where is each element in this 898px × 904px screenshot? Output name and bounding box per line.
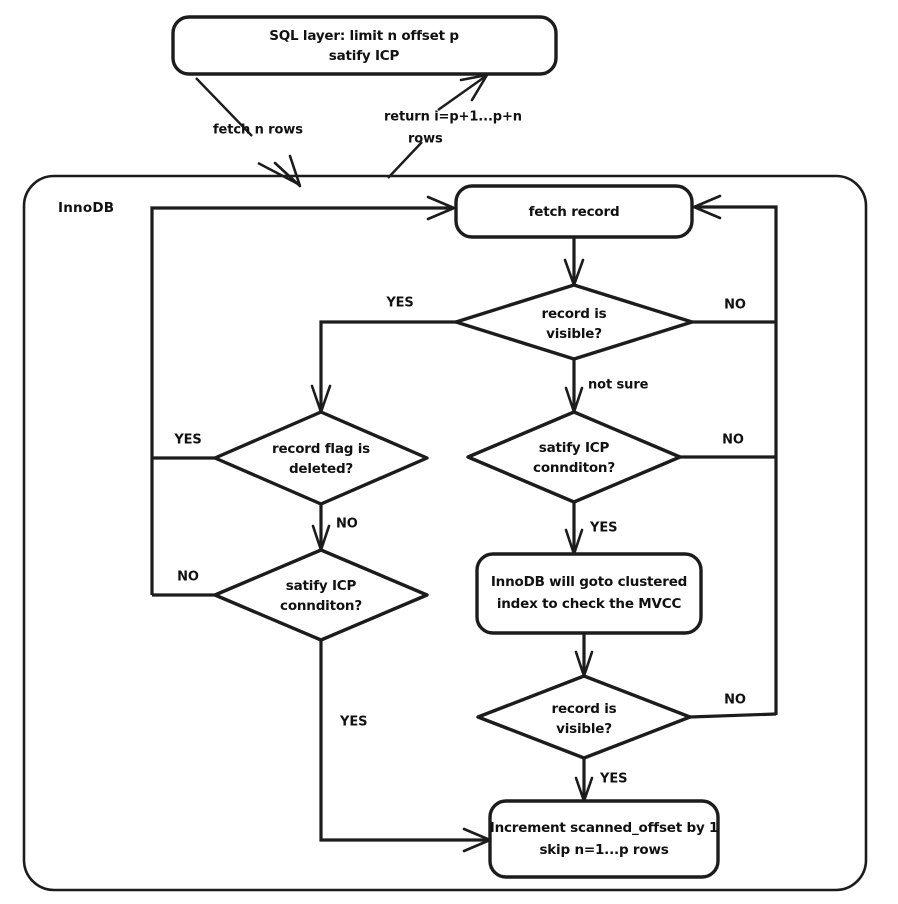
edge-flag-deleted-no (311, 504, 331, 552)
satify-icp-right-line1: satify ICP (539, 440, 610, 456)
satify-icp-right-diamond[interactable] (466, 410, 682, 504)
sql-layer-box[interactable] (171, 15, 558, 76)
edge-icp-right-yes (564, 502, 584, 556)
edge-visible-top-not-sure (564, 359, 584, 414)
increment-offset-box[interactable] (488, 799, 720, 879)
edge-label-icp-right-no: NO (722, 433, 744, 448)
edge-label-return-rows-line2: rows (408, 132, 443, 147)
innodb-clustered-index-box[interactable] (475, 552, 703, 635)
edge-label-icp-right-yes: YES (589, 521, 617, 536)
increment-offset-line1: Increment scanned_offset by 1 (490, 820, 719, 836)
edge-label-return-rows-line1: return i=p+1...p+n (384, 110, 522, 125)
edge-label-fetch-n-rows: fetch n rows (213, 123, 303, 138)
record-visible-bottom-diamond[interactable] (476, 674, 692, 760)
edge-visible-bottom-no (689, 712, 777, 719)
record-visible-top-line1: record is (542, 306, 607, 322)
edge-visible-top-yes (310, 320, 456, 414)
sql-layer-line2: satify ICP (329, 48, 400, 64)
edge-label-icp-left-no: NO (177, 570, 199, 585)
edge-label-not-sure: not sure (588, 378, 649, 393)
record-flag-deleted-diamond[interactable] (213, 410, 429, 506)
sql-layer-line1: SQL layer: limit n offset p (269, 28, 459, 44)
edge-label-flag-deleted-no: NO (336, 517, 358, 532)
edge-label-visible-top-no: NO (724, 298, 746, 313)
edge-return-rows (387, 73, 489, 179)
edge-left-return-to-fetch (150, 195, 456, 595)
satify-icp-left-line2: connditon? (280, 598, 362, 614)
edge-label-flag-deleted-yes: YES (173, 433, 201, 448)
edge-clustered-to-visible-bottom (574, 633, 594, 678)
record-visible-top-diamond[interactable] (454, 283, 694, 361)
edge-label-visible-bottom-no: NO (724, 693, 746, 708)
edge-label-icp-left-yes: YES (339, 715, 367, 730)
satify-icp-left-diamond[interactable] (213, 548, 429, 642)
edge-icp-left-yes (319, 640, 492, 853)
edge-fetch-to-visible-top (563, 237, 585, 287)
innodb-clustered-line1: InnoDB will goto clustered (491, 574, 687, 590)
innodb-clustered-line2: index to check the MVCC (497, 596, 682, 612)
fetch-record-label: fetch record (529, 204, 620, 220)
record-flag-deleted-line2: deleted? (289, 461, 353, 477)
innodb-container-label: InnoDB (58, 200, 114, 216)
edge-fetch-n-rows (195, 77, 302, 188)
increment-offset-line2: skip n=1...p rows (539, 842, 668, 858)
edge-right-return-to-fetch (692, 194, 778, 715)
edge-label-visible-top-yes: YES (385, 296, 413, 311)
satify-icp-left-line1: satify ICP (286, 578, 357, 594)
edge-visible-bottom-yes (574, 758, 594, 803)
innodb-container (22, 174, 868, 892)
record-flag-deleted-line1: record flag is (272, 441, 370, 457)
record-visible-top-line2: visible? (546, 326, 602, 342)
record-visible-bottom-line1: record is (552, 701, 617, 717)
edge-label-visible-bottom-yes: YES (599, 772, 627, 787)
record-visible-bottom-line2: visible? (556, 721, 612, 737)
satify-icp-right-line2: connditon? (533, 460, 615, 476)
